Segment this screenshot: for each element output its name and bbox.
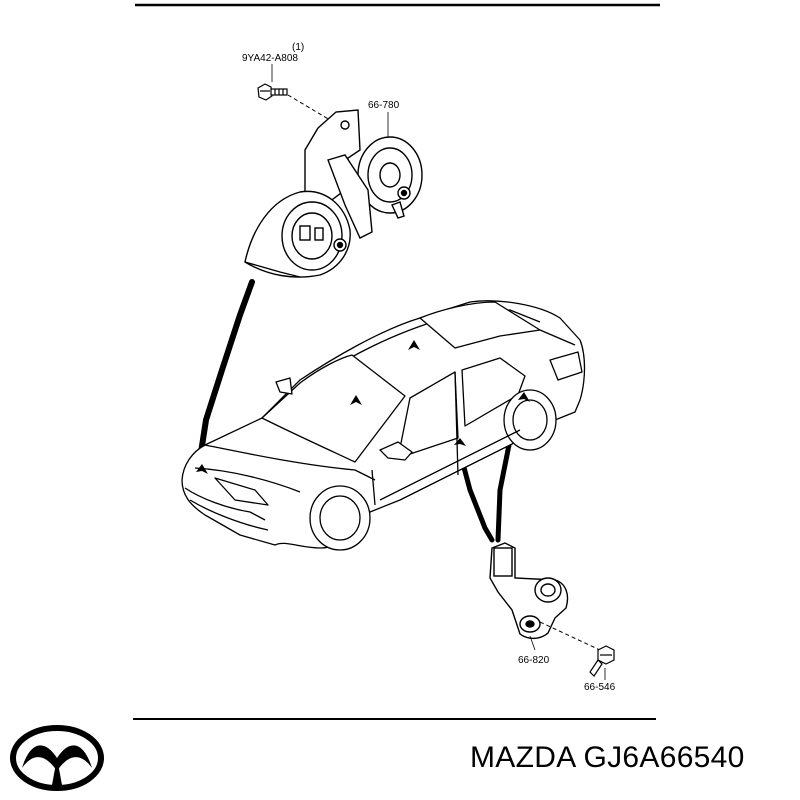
horn-part-label: 66-780 [368, 100, 400, 111]
switch-dash-line [539, 621, 601, 651]
screw [589, 645, 615, 677]
brand-part-number: MAZDA GJ6A66540 [470, 741, 745, 774]
car-marker-roof [408, 340, 420, 350]
car-marker-windshield [350, 395, 362, 405]
bolt-dash-line [287, 94, 331, 121]
horn-connector-line [195, 279, 255, 475]
mazda-logo [10, 725, 104, 791]
switch-part-label: 66-820 [518, 655, 550, 666]
horn-assembly [244, 109, 423, 278]
bolt [257, 83, 288, 101]
car-marker-door [454, 438, 466, 446]
bolt-part-label: 9YA42-A808 [242, 53, 298, 64]
switch-leader [529, 635, 536, 651]
bolt-qty-label: (1) [292, 42, 304, 53]
door-switch [489, 542, 569, 640]
car-marker-front [196, 464, 208, 474]
screw-part-label: 66-546 [584, 682, 616, 693]
car-marker-rear [518, 392, 530, 402]
car-illustration [181, 300, 586, 551]
